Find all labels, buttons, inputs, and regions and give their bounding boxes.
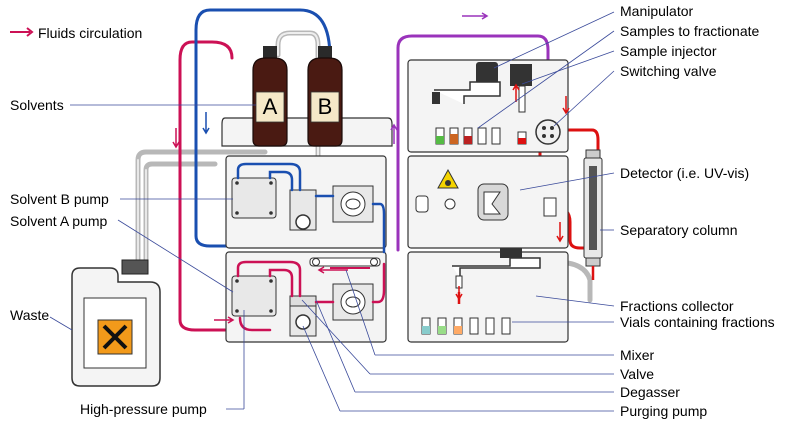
label-fractions-collector: Fractions collector bbox=[620, 298, 734, 314]
label-manipulator: Manipulator bbox=[620, 3, 693, 19]
separatory-column bbox=[583, 149, 603, 280]
label-purging-pump: Purging pump bbox=[620, 403, 707, 419]
label-valve: Valve bbox=[620, 366, 654, 382]
bottle-b-letter: B bbox=[318, 94, 333, 119]
label-solvent-a-pump: Solvent A pump bbox=[10, 213, 108, 229]
bottle-b: B bbox=[307, 46, 343, 147]
solvent-tray bbox=[221, 117, 393, 147]
bottle-a-letter: A bbox=[263, 94, 278, 119]
label-sample-injector: Sample injector bbox=[620, 43, 717, 59]
label-detector: Detector (i.e. UV-vis) bbox=[620, 165, 749, 181]
label-switching-valve: Switching valve bbox=[620, 63, 717, 79]
waste-canister bbox=[71, 259, 161, 387]
flow-arrows bbox=[172, 12, 570, 324]
sample-vials bbox=[435, 127, 527, 145]
fraction-vials bbox=[421, 317, 511, 335]
label-degasser: Degasser bbox=[620, 384, 680, 400]
pump-tubing bbox=[236, 162, 386, 332]
label-waste: Waste bbox=[10, 307, 49, 323]
label-solvent-b-pump: Solvent B pump bbox=[10, 191, 109, 207]
leader-lines bbox=[49, 11, 615, 412]
label-samples-to-fractionate: Samples to fractionate bbox=[620, 23, 760, 39]
label-separatory-column: Separatory column bbox=[620, 222, 738, 238]
label-mixer: Mixer bbox=[620, 347, 655, 363]
legend: Fluids circulation bbox=[10, 25, 142, 41]
label-high-pressure-pump: High-pressure pump bbox=[80, 401, 207, 417]
labels: Solvents Solvent B pump Solvent A pump W… bbox=[10, 3, 775, 419]
collector-module bbox=[407, 248, 569, 343]
detector-module bbox=[407, 155, 569, 249]
pump-module-b bbox=[225, 155, 387, 249]
mixer bbox=[309, 257, 381, 269]
injector-module bbox=[407, 59, 569, 153]
bottle-a: A bbox=[252, 46, 288, 147]
legend-label: Fluids circulation bbox=[38, 25, 142, 41]
label-vials-containing-fractions: Vials containing fractions bbox=[620, 314, 775, 330]
label-solvents: Solvents bbox=[10, 97, 64, 113]
